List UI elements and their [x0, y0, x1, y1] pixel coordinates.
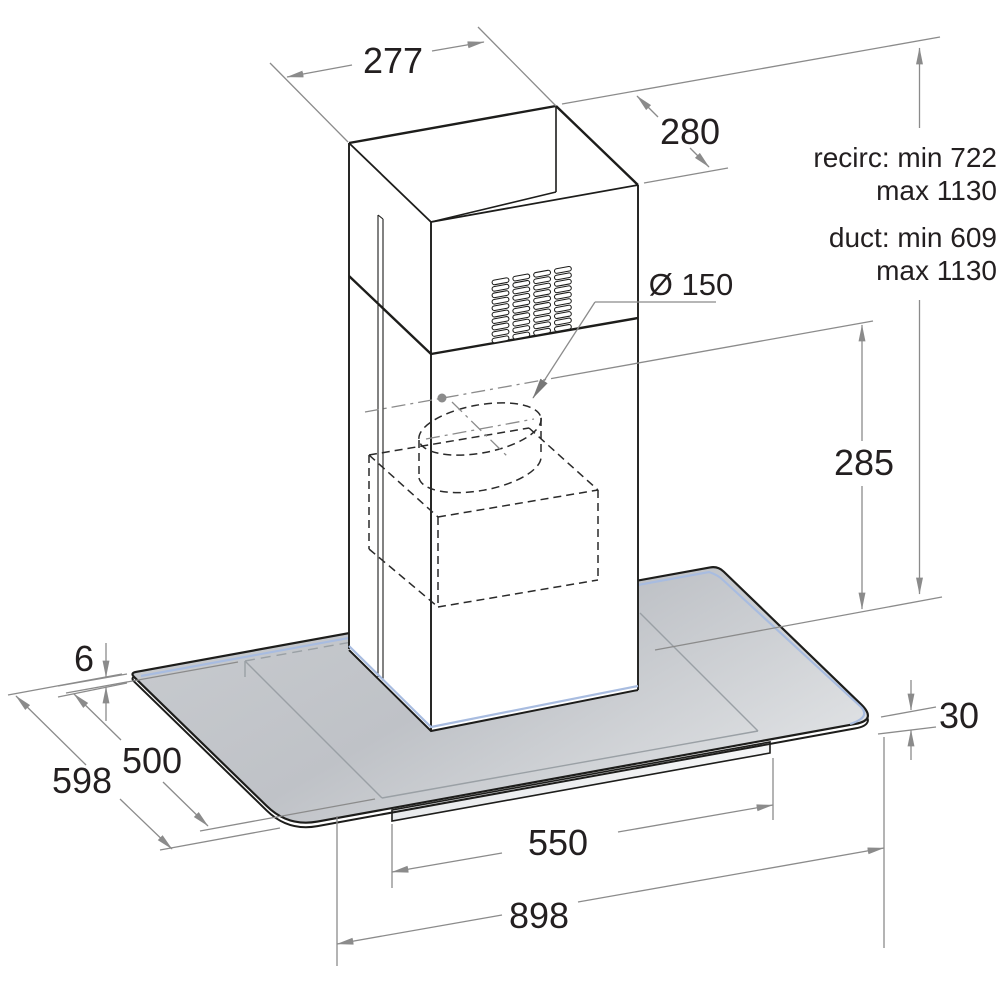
vent-grille	[491, 265, 572, 344]
dim-label-body-depth: 500	[122, 740, 182, 781]
center-line-dot	[437, 393, 447, 403]
height-notes: recirc: min 722 max 1130 duct: min 609 m…	[813, 142, 997, 286]
glass-edge-highlight	[140, 570, 866, 726]
dimension-chimney-lower-height: 285	[834, 324, 894, 610]
dim-label-duct-diameter: Ø 150	[649, 267, 733, 302]
dim-label-glass-thickness: 6	[74, 638, 94, 679]
dim-label-body-width: 550	[528, 822, 588, 863]
dim-label-chimney-top-width: 277	[363, 40, 423, 81]
dim-label-body-height: 30	[939, 695, 979, 736]
dimension-body-height: 30	[877, 680, 979, 760]
dimension-glass-depth: 598	[7, 673, 281, 851]
center-lines	[364, 320, 874, 458]
dim-label-glass-depth: 598	[52, 760, 112, 801]
chimney	[348, 104, 639, 733]
dimension-chimney-top-depth: 280	[636, 95, 729, 184]
dimension-glass-width: 898	[336, 737, 885, 966]
dimension-duct-diameter: Ø 150	[532, 267, 733, 399]
dim-label-glass-width: 898	[509, 895, 569, 936]
dimension-body-depth: 500	[65, 661, 376, 832]
dimension-body-width: 550	[391, 758, 774, 888]
dim-label-chimney-top-depth: 280	[660, 111, 720, 152]
note-recirc-max: max 1130	[876, 175, 997, 206]
note-recirc-min: recirc: min 722	[813, 142, 997, 173]
dimension-chimney-top-width: 277	[269, 26, 557, 143]
dimension-overall-height	[561, 36, 943, 651]
note-duct-min: duct: min 609	[829, 222, 997, 253]
dim-label-chimney-lower-height: 285	[834, 442, 894, 483]
note-duct-max: max 1130	[876, 255, 997, 286]
hidden-duct-assembly	[368, 402, 599, 608]
chassis-hidden-lines	[244, 593, 759, 799]
